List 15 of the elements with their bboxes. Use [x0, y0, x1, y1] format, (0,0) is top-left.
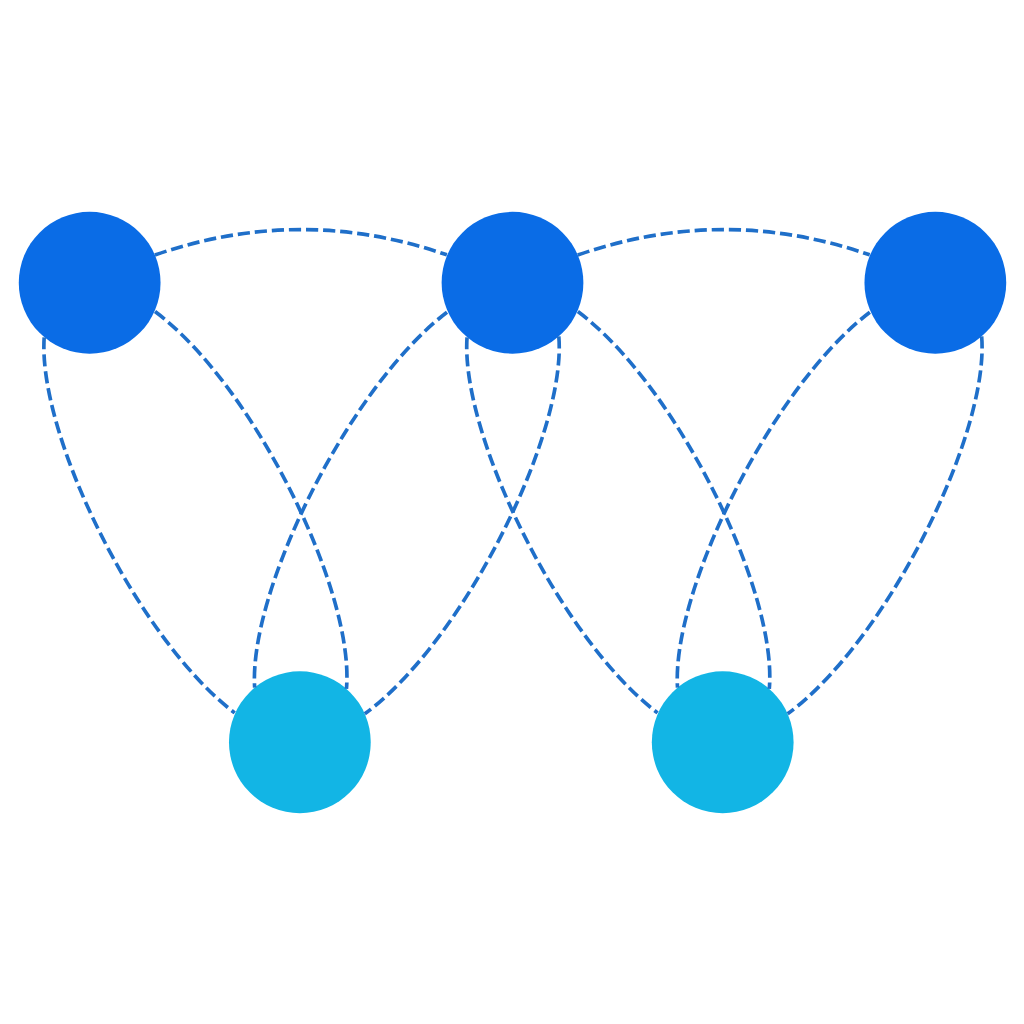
- node-circle: [18, 211, 161, 354]
- connector: [153, 309, 348, 689]
- connector: [785, 335, 983, 715]
- connector: [252, 310, 448, 688]
- connector: [576, 227, 870, 257]
- connector: [153, 227, 447, 257]
- connector: [464, 336, 659, 714]
- connector: [576, 309, 771, 689]
- node-circle: [651, 670, 794, 813]
- connector: [41, 336, 236, 714]
- connector: [363, 335, 561, 715]
- node-circle: [441, 211, 583, 354]
- node-circle: [863, 211, 1006, 354]
- connector: [675, 310, 871, 688]
- node-circle: [228, 670, 371, 813]
